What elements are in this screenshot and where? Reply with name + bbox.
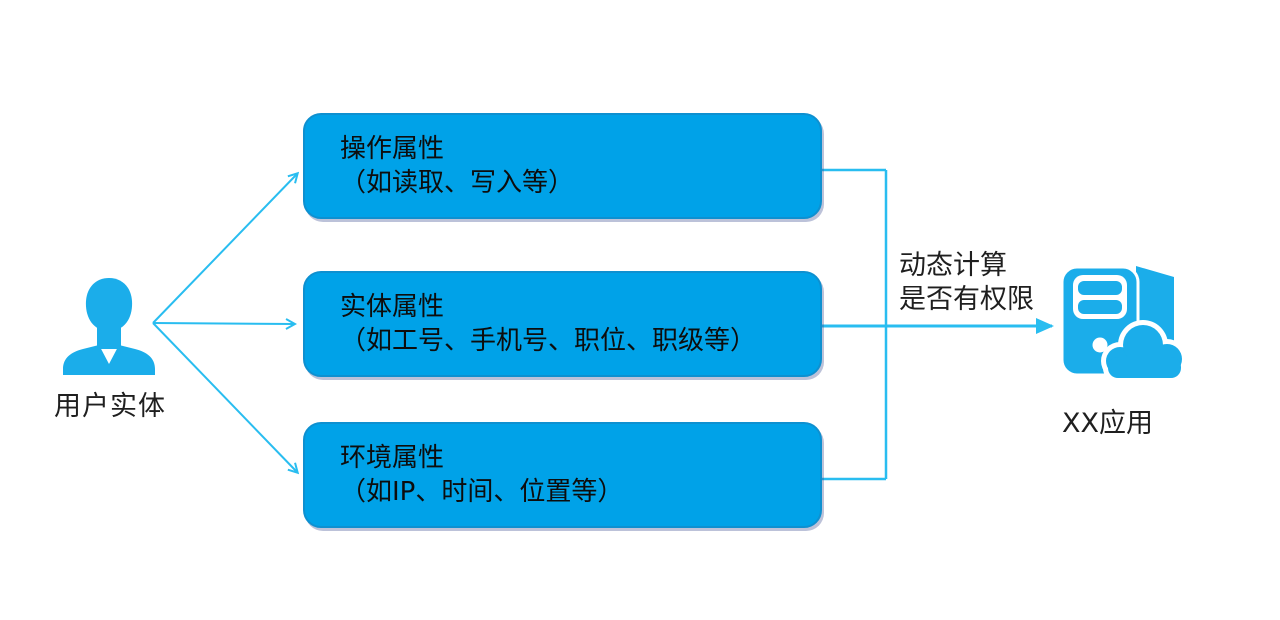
box-operation-attributes: 操作属性 （如读取、写入等） bbox=[303, 113, 822, 219]
app-label: XX应用 bbox=[1062, 408, 1153, 439]
box-operation-subtitle: （如读取、写入等） bbox=[340, 168, 575, 198]
box-environment-attributes: 环境属性 （如IP、时间、位置等） bbox=[303, 422, 822, 528]
box-entity-subtitle: （如工号、手机号、职位、职级等） bbox=[340, 326, 757, 356]
xx-application bbox=[1058, 261, 1188, 383]
server-slot-top bbox=[1078, 281, 1122, 295]
box-environment-title: 环境属性 bbox=[340, 443, 445, 473]
box-environment-subtitle: （如IP、时间、位置等） bbox=[340, 477, 624, 507]
user-shoulders bbox=[63, 345, 155, 375]
user-icon bbox=[63, 278, 155, 375]
decision-label: 动态计算 是否有权限 bbox=[899, 249, 1034, 317]
user-entity bbox=[40, 276, 180, 376]
decision-line-2: 是否有权限 bbox=[899, 284, 1034, 315]
cloud-icon bbox=[1106, 325, 1182, 378]
server-slot-bottom bbox=[1078, 300, 1122, 314]
box-entity-attributes: 实体属性 （如工号、手机号、职位、职级等） bbox=[303, 271, 822, 377]
user-neck bbox=[97, 323, 121, 349]
box-operation-title: 操作属性 bbox=[340, 134, 445, 164]
decision-line-1: 动态计算 bbox=[899, 250, 1007, 281]
user-head bbox=[85, 278, 133, 331]
user-entity-label: 用户实体 bbox=[54, 391, 166, 422]
server-power-dot bbox=[1092, 337, 1108, 353]
box-entity-title: 实体属性 bbox=[340, 292, 445, 322]
server-cloud-icon bbox=[1060, 265, 1187, 383]
